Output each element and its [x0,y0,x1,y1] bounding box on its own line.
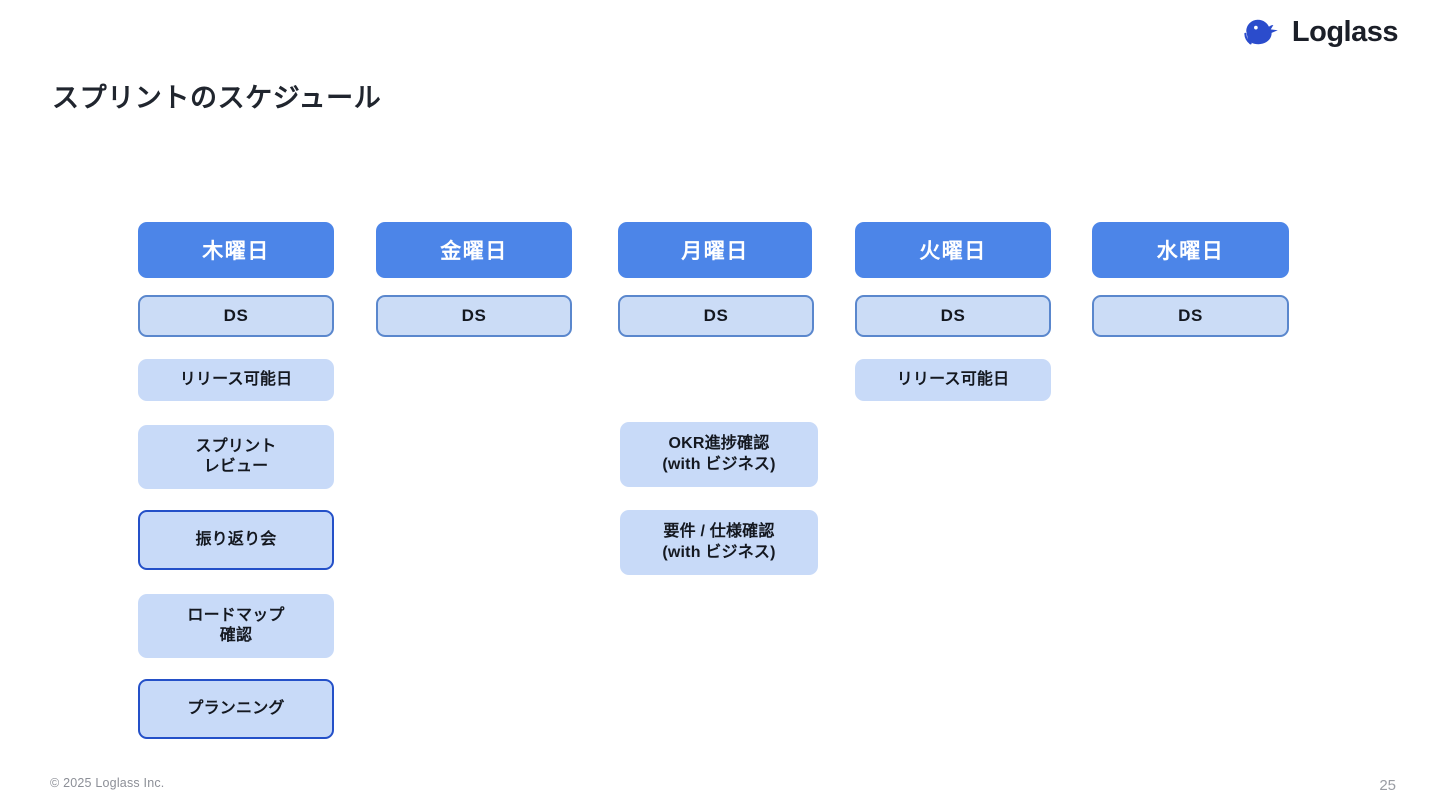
schedule-card[interactable]: DS [376,295,572,337]
schedule-card[interactable]: 振り返り会 [138,510,334,570]
schedule-card[interactable]: スプリント レビュー [138,425,334,489]
whale-logo-icon [1241,14,1283,50]
day-column: 木曜日 [138,222,334,278]
day-column: 金曜日 [376,222,572,278]
day-column: 火曜日 [855,222,1051,278]
schedule-card[interactable]: リリース可能日 [855,359,1051,401]
day-header-水曜日[interactable]: 水曜日 [1092,222,1289,278]
day-header-金曜日[interactable]: 金曜日 [376,222,572,278]
schedule-card-label: 要件 / 仕様確認 (with ビジネス) [662,523,776,561]
schedule-card[interactable]: DS [1092,295,1289,337]
page-number: 25 [1379,777,1396,794]
schedule-card[interactable]: DS [855,295,1051,337]
schedule-card-label: スプリント レビュー [195,437,277,475]
day-column: 月曜日 [618,222,812,278]
brand-logo: Loglass [1241,14,1399,50]
schedule-card[interactable]: プランニング [138,679,334,739]
schedule-card[interactable]: DS [618,295,814,337]
page-title: スプリントのスケジュール [52,83,382,113]
schedule-card-label: DS [1178,306,1203,326]
schedule-card-label: ロードマップ 確認 [187,606,285,644]
schedule-card-label: DS [461,306,487,326]
sprint-schedule-board: 木曜日 DS リリース可能日スプリント レビュー振り返り会ロードマップ 確認プランニ… [0,222,1440,742]
schedule-card[interactable]: DS [138,295,334,337]
brand-name: Loglass [1291,15,1399,48]
schedule-card-label: 振り返り会 [195,530,277,548]
schedule-card-label: プランニング [187,699,285,717]
day-column: 水曜日 [1092,222,1289,278]
schedule-card[interactable]: リリース可能日 [138,359,334,401]
schedule-card[interactable]: ロードマップ 確認 [138,594,334,658]
copyright-text: © 2025 Loglass Inc. [50,776,165,790]
schedule-card[interactable]: OKR進捗確認 (with ビジネス) [620,422,818,487]
schedule-card-label: OKR進捗確認 (with ビジネス) [662,435,776,473]
schedule-card-label: DS [223,306,249,326]
schedule-card-label: リリース可能日 [896,370,1010,388]
day-header-月曜日[interactable]: 月曜日 [618,222,812,278]
day-header-火曜日[interactable]: 火曜日 [855,222,1051,278]
schedule-card-label: DS [940,306,966,326]
day-header-木曜日[interactable]: 木曜日 [138,222,334,278]
schedule-card[interactable]: 要件 / 仕様確認 (with ビジネス) [620,510,818,575]
schedule-card-label: リリース可能日 [179,370,293,388]
schedule-card-label: DS [703,306,729,326]
